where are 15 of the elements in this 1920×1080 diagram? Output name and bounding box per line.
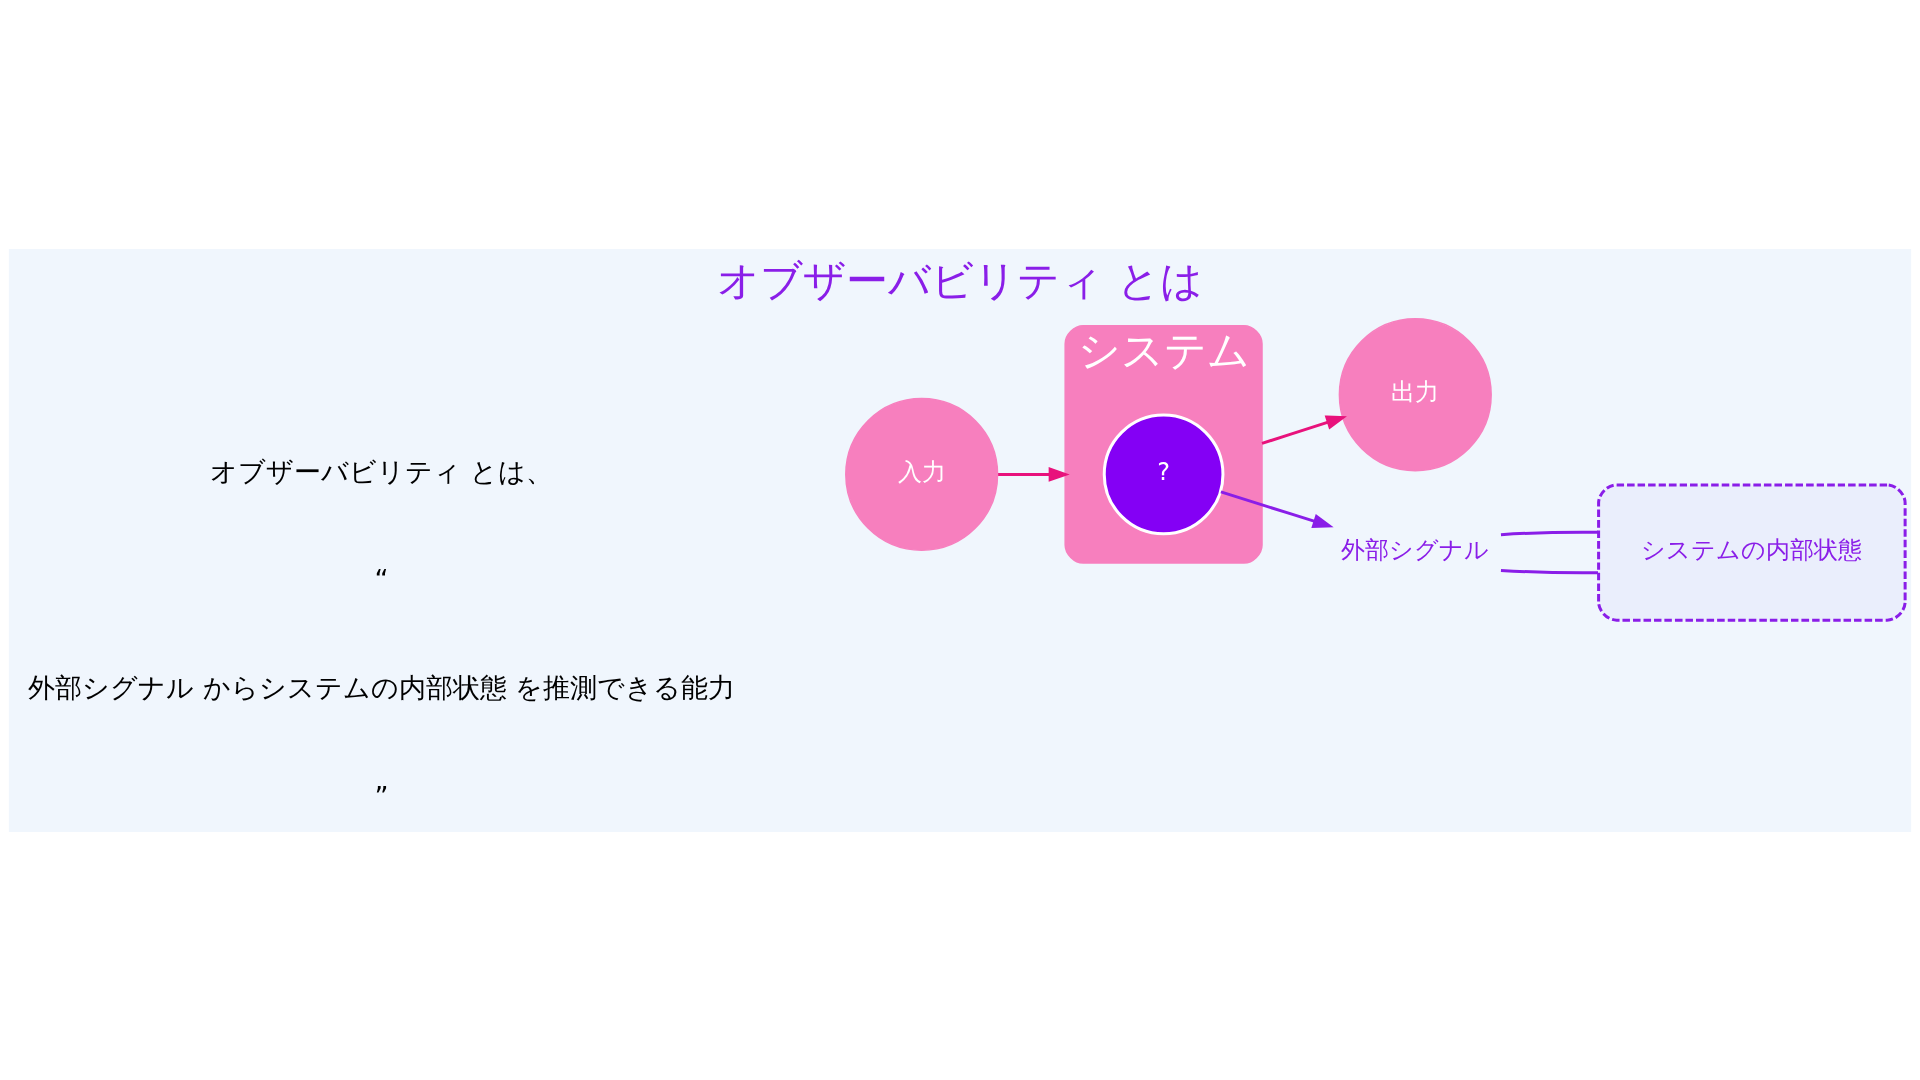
node-text: 外部シグナル — [1341, 535, 1490, 564]
label: ” — [374, 780, 389, 812]
node-circle: 入力 — [845, 397, 999, 551]
label: オブザーバビリティ とは、 — [210, 455, 553, 487]
node-box: システムの内部状態 — [1597, 482, 1907, 622]
label: 外部シグナル からシステムの内部状態 を推測できる能力 — [27, 671, 736, 703]
connector — [1500, 530, 1599, 536]
arrow — [1220, 490, 1334, 528]
node-circle: ? — [1102, 413, 1225, 535]
label: “ — [374, 563, 389, 595]
arrow — [1261, 415, 1347, 445]
node-circle: 出力 — [1338, 317, 1492, 471]
connector — [1500, 568, 1599, 574]
arrow — [998, 466, 1070, 482]
diagram-title: オブザーバビリティ とは — [717, 255, 1203, 305]
